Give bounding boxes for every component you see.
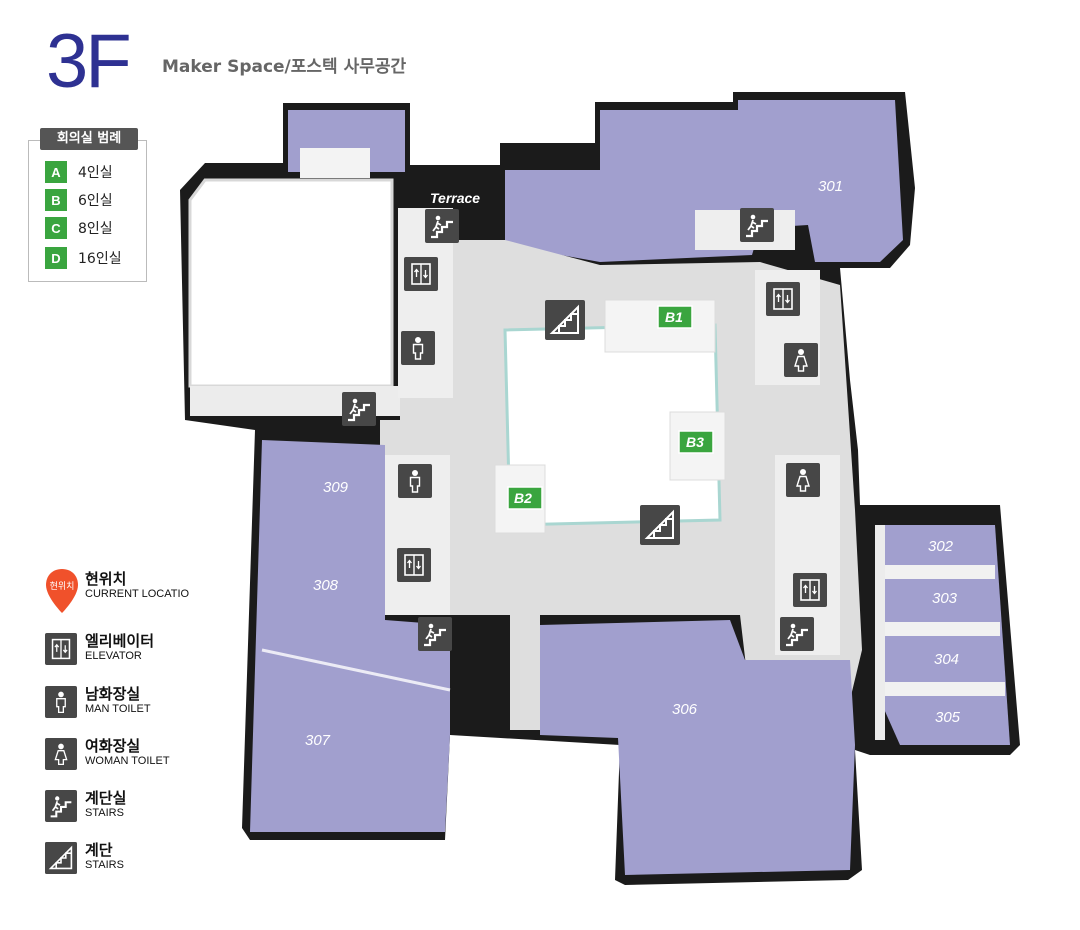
man-toilet-icon (45, 686, 77, 718)
legend-item-d: D 16인실 (45, 246, 122, 270)
room-label-301: 301 (818, 178, 843, 195)
legend-letter: B (45, 189, 67, 211)
man-toilet-icon (400, 330, 436, 366)
meeting-room-b3: B3 (678, 430, 714, 454)
stairwell-icon (340, 390, 378, 428)
woman-toilet-icon (785, 462, 821, 498)
stairwell-icon (738, 206, 776, 244)
room-label-307: 307 (305, 732, 331, 749)
room-legend-title: 회의실 범례 (40, 128, 138, 150)
meeting-room-b2: B2 (507, 486, 543, 510)
key-sub: STAIRS (85, 859, 124, 871)
room-label-304: 304 (934, 651, 959, 668)
legend-item-a: A 4인실 (45, 160, 113, 184)
legend-letter: A (45, 161, 67, 183)
current-location-pin-icon: 현위치 (46, 569, 78, 613)
key-label: 현위치 (85, 570, 127, 588)
key-label: 엘리베이터 (85, 632, 155, 650)
room-label-303: 303 (932, 590, 958, 607)
room-label-302: 302 (928, 538, 954, 555)
legend-item-c: C 8인실 (45, 216, 113, 240)
room-label-305: 305 (935, 709, 961, 726)
room-label-306: 306 (672, 701, 698, 718)
key-label: 계단 (85, 841, 113, 859)
woman-toilet-icon (45, 738, 77, 770)
floor-subtitle: Maker Space/포스텍 사무공간 (162, 57, 407, 77)
key-sub: STAIRS (85, 807, 124, 819)
meeting-label-b1: B1 (665, 309, 683, 325)
right-room-wall (875, 525, 885, 740)
stairwell-icon (778, 615, 816, 653)
meeting-room-b1: B1 (657, 305, 693, 329)
stairs-icon (639, 504, 681, 546)
elevator-icon (396, 547, 432, 583)
key-label: 남화장실 (85, 685, 141, 703)
key-label: 여화장실 (85, 737, 141, 755)
stairs-icon (544, 299, 586, 341)
stairwell-icon (416, 615, 454, 653)
legend-label: 8인실 (78, 221, 113, 237)
room-301-area (505, 100, 903, 262)
white-room-left (188, 178, 394, 388)
key-label: 계단실 (85, 789, 127, 807)
floor-title: 3F (46, 19, 132, 104)
meeting-label-b3: B3 (686, 434, 704, 450)
woman-toilet-icon (783, 342, 819, 378)
key-sub: MAN TOILET (85, 703, 151, 715)
stairs-icon (45, 842, 77, 874)
stairwell-icon (423, 207, 461, 245)
legend-label: 16인실 (78, 251, 122, 267)
legend-letter: C (45, 217, 67, 239)
meeting-label-b2: B2 (514, 490, 532, 506)
elevator-icon (45, 633, 77, 665)
legend-letter: D (45, 247, 67, 269)
elevator-icon (792, 572, 828, 608)
legend-label: 6인실 (78, 193, 113, 209)
man-toilet-icon (397, 463, 433, 499)
right-room-divider-2 (880, 622, 1000, 636)
room-label-308: 308 (313, 577, 339, 594)
elevator-icon (765, 281, 801, 317)
terrace-label: Terrace (430, 190, 480, 206)
legend-item-b: B 6인실 (45, 188, 113, 212)
pin-text: 현위치 (50, 580, 75, 592)
right-room-divider-3 (880, 682, 1005, 696)
key-sub: ELEVATOR (85, 650, 142, 662)
right-room-divider-1 (880, 565, 995, 579)
rooms-left-area (250, 440, 450, 832)
room-306-area (540, 620, 855, 875)
stairwell-icon (45, 790, 77, 822)
room-label-309: 309 (323, 479, 349, 496)
key-sub: WOMAN TOILET (85, 755, 170, 767)
elevator-icon (403, 256, 439, 292)
legend-label: 4인실 (78, 165, 113, 181)
partition-308 (261, 648, 451, 692)
key-sub: CURRENT LOCATIO (85, 588, 190, 600)
room-top-left-partition (300, 148, 370, 178)
